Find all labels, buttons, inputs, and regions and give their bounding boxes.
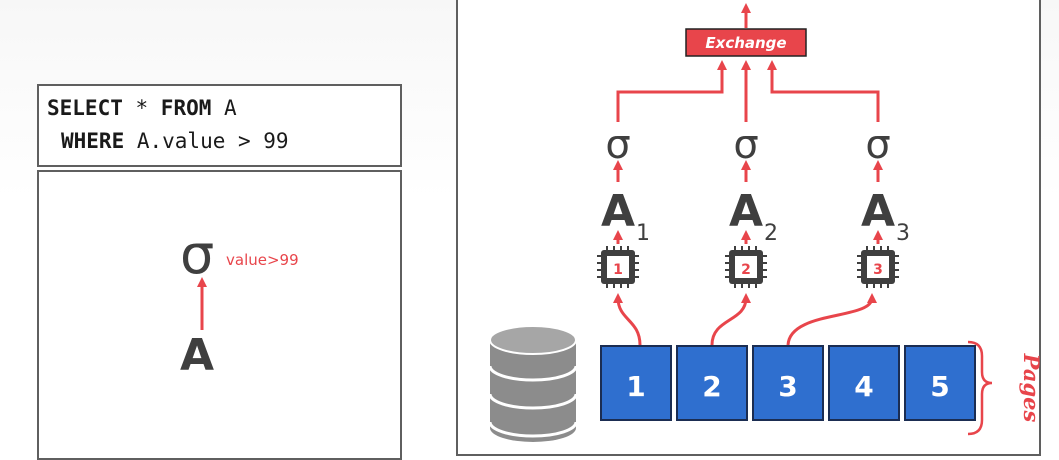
page-number-4: 4: [854, 370, 873, 403]
page-block-4: [828, 345, 900, 421]
table-a-2-subscript: 2: [764, 221, 778, 246]
sigma3-to-exchange-arrow: [767, 60, 880, 122]
sql-line-2: WHERE A.value > 99: [47, 125, 400, 158]
page-block-1: [600, 345, 672, 421]
page-block-2: [676, 345, 748, 421]
page1-to-core1-arrow: [613, 293, 642, 346]
sigma1-to-exchange-arrow: [616, 60, 727, 122]
page-block-5: [904, 345, 976, 421]
cpu-core-icon: 3: [857, 246, 899, 288]
page3-to-core3-arrow: [786, 293, 877, 346]
from-table: A: [211, 96, 237, 120]
page-number-3: 3: [778, 370, 797, 403]
pages-label: Pages: [1019, 353, 1044, 423]
logical-table: A: [180, 330, 214, 381]
exchange-box-icon: [685, 28, 807, 57]
page-number-1: 1: [626, 370, 645, 403]
sigma-3: σ: [865, 122, 890, 168]
operator-column-3: σ A 3 3: [786, 122, 910, 346]
core-number-2: 2: [741, 262, 751, 278]
core-number-1: 1: [613, 262, 623, 278]
core-number-3: 3: [873, 262, 883, 278]
select-star: *: [122, 96, 161, 120]
page-number-5: 5: [930, 370, 949, 403]
cpu-core-icon: 1: [597, 246, 639, 288]
table-a-1: A: [601, 186, 635, 237]
pages-brace: [967, 340, 993, 436]
diagram-canvas: σ value>99 A Exchange σ A 1 1 σ A: [180, 3, 1044, 442]
page-row: 1 2 3 4 5: [600, 345, 976, 421]
page2-to-core2-arrow: [710, 293, 751, 346]
table-a-3-subscript: 3: [896, 221, 910, 246]
table-a-3: A: [861, 186, 895, 237]
where-keyword: WHERE: [61, 129, 125, 153]
operator-column-1: σ A 1 1: [597, 122, 650, 346]
table-a-1-subscript: 1: [636, 221, 650, 246]
logical-plan-box: [37, 170, 402, 460]
page-block-3: [752, 345, 824, 421]
where-condition: A.value > 99: [124, 129, 289, 153]
database-icon: [488, 325, 578, 442]
cpu-core-icon: 2: [725, 246, 767, 288]
logical-sigma: σ: [180, 223, 214, 286]
page-number-2: 2: [702, 370, 721, 403]
sigma-1: σ: [605, 122, 630, 168]
from-keyword: FROM: [160, 96, 212, 120]
sql-line-1: SELECT * FROM A: [47, 92, 400, 125]
select-keyword: SELECT: [47, 96, 123, 120]
exchange-label: Exchange: [705, 34, 786, 52]
operator-column-2: σ A 2 2: [710, 122, 778, 346]
table-a-2: A: [729, 186, 763, 237]
logical-predicate: value>99: [226, 251, 299, 269]
sigma-2: σ: [733, 122, 758, 168]
sql-query-box: SELECT * FROM A WHERE A.value > 99: [37, 84, 402, 167]
